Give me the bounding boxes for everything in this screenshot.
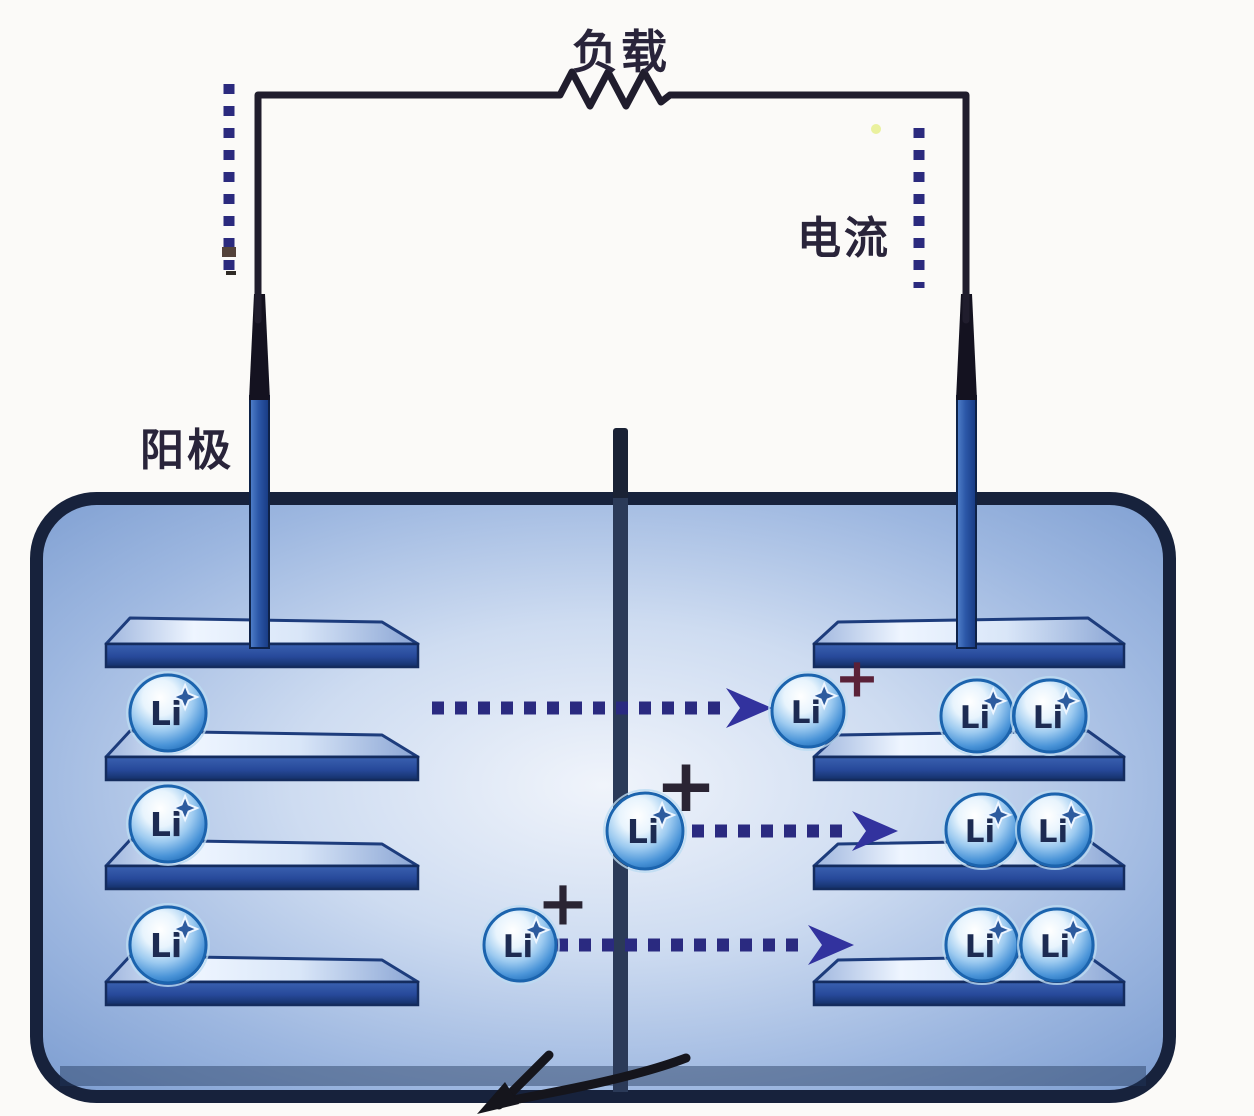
cathode-rod-blue [956, 395, 977, 649]
anode-rod-tip [249, 294, 270, 400]
sparkle-icon [1058, 915, 1088, 945]
li-ion-halo [1010, 676, 1090, 756]
plus-sign: + [834, 647, 879, 710]
li-ion-label: Li [965, 929, 995, 965]
sparkle-icon [170, 793, 200, 823]
cathode-rod [956, 294, 977, 649]
li-ion: Li [1015, 790, 1095, 870]
li-ion-halo [480, 905, 560, 985]
sparkle-icon [1051, 686, 1081, 716]
sparkle-icon [170, 914, 200, 944]
current-line-end-dash [226, 271, 236, 275]
li-ion: Li [126, 903, 210, 987]
plate-front-face [812, 755, 1126, 782]
cathode-rod-tip [956, 294, 977, 400]
plate-front-face [104, 980, 420, 1007]
li-ion-halo [126, 903, 210, 987]
separator-top [613, 428, 628, 502]
migration-arrowhead-icon [726, 688, 772, 728]
li-ion: Li [942, 905, 1022, 985]
li-ion-label: Li [965, 814, 995, 850]
li-ion-label: Li [150, 926, 182, 965]
li-ion-label: Li [1033, 700, 1063, 736]
electrode-plate [104, 616, 420, 669]
li-ion: Li [126, 782, 210, 866]
current-label: 电流 [797, 213, 891, 264]
ion-migration-arrows [432, 688, 898, 965]
plate-front-face [104, 864, 420, 891]
li-ion-label: Li [627, 812, 659, 851]
li-ion-halo [126, 782, 210, 866]
li-ion: Li + [768, 647, 880, 751]
anode-rod [249, 294, 270, 649]
sparkle-icon [983, 915, 1013, 945]
li-ion: Li+ [480, 867, 589, 985]
anode-rod-blue [249, 395, 270, 649]
separator [613, 428, 628, 1092]
annotation-arrowhead-icon [477, 1082, 519, 1114]
sparkle-icon [521, 915, 551, 945]
current-line-end-dash [222, 247, 236, 257]
li-ion-label: Li [150, 805, 182, 844]
li-ion-halo [1015, 790, 1095, 870]
separator-bar [613, 498, 628, 1092]
li-ion-label: Li [1040, 929, 1070, 965]
plate-front-face [812, 864, 1126, 891]
sparkle-icon [983, 800, 1013, 830]
plate-front-face [812, 980, 1126, 1007]
sparkle-icon [978, 686, 1008, 716]
migration-arrowhead-icon [852, 811, 898, 851]
load-label: 负载 [572, 25, 670, 79]
li-ion-label: Li [503, 929, 533, 965]
sparkle-icon [170, 682, 200, 712]
plate-front-face [104, 755, 420, 782]
li-migration-arrow [556, 925, 854, 965]
li-ion: Li [126, 671, 210, 755]
cell-bottom-shadow [60, 1066, 1146, 1086]
annotation-arrow [477, 1050, 691, 1114]
li-ion: Li+ [603, 743, 717, 873]
circuit-wire-resistor-icon [254, 68, 970, 324]
plus-sign: + [537, 867, 589, 940]
annotation-arrow-tail-1 [503, 1053, 691, 1106]
li-ion-halo [768, 671, 848, 751]
li-ion: Li [1010, 676, 1090, 756]
li-migration-arrow [692, 811, 898, 851]
plus-sign: + [655, 743, 717, 829]
sparkle-icon [809, 681, 839, 711]
li-ion: Li [942, 790, 1022, 870]
speck-artifact [871, 124, 881, 134]
current-flow-dotted-lines [222, 84, 925, 288]
sparkle-icon [1056, 800, 1086, 830]
migration-arrowhead-icon [808, 925, 854, 965]
li-ion: Li [1017, 905, 1097, 985]
li-ion: Li [937, 676, 1017, 756]
sparkle-icon [647, 800, 677, 830]
li-ion-halo [603, 789, 687, 873]
li-ion-label: Li [1038, 814, 1068, 850]
li-ion-halo [1017, 905, 1097, 985]
li-ion-halo [126, 671, 210, 755]
anode-label: 阳极 [140, 425, 234, 476]
li-ion-label: Li [150, 694, 182, 733]
li-ion-label: Li [960, 700, 990, 736]
li-migration-arrow [432, 688, 772, 728]
li-ion-label: Li [791, 695, 821, 731]
